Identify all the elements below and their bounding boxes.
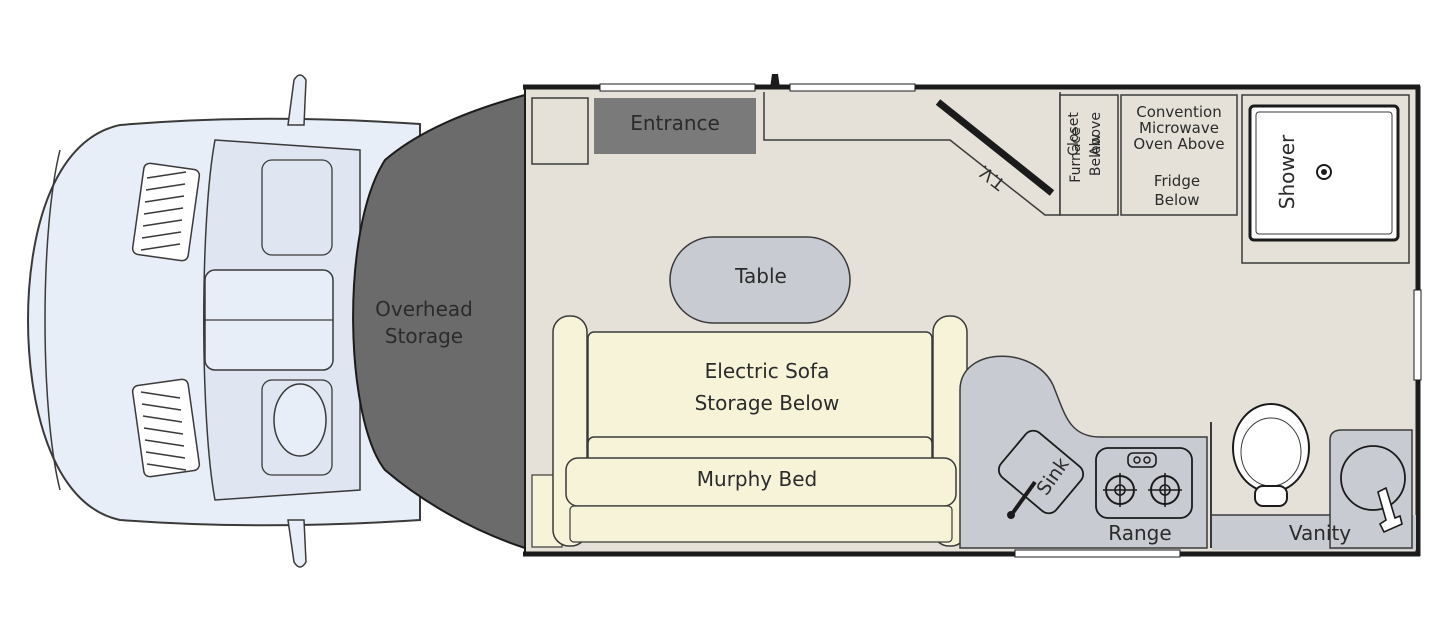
vanity-sink [1340, 445, 1406, 511]
shower-label: Shower [1275, 134, 1299, 209]
murphy-bed-label: Murphy Bed [697, 467, 817, 491]
cabinet-front [531, 97, 589, 165]
microwave-label-2: Microwave [1139, 119, 1219, 137]
furnace-closet [1059, 94, 1119, 216]
window-top-1 [599, 83, 756, 92]
entrance-area [594, 98, 756, 154]
closet-label-1: Closet [1066, 112, 1082, 156]
range-label: Range [1108, 521, 1171, 545]
sofa-back [587, 331, 933, 448]
closet-text: Closet Above [1066, 112, 1104, 156]
furnace-text: Furnace Below [1068, 127, 1104, 182]
overhead-label-1: Overhead [375, 297, 473, 321]
microwave-label-3: Oven Above [1133, 135, 1224, 153]
antenna [770, 74, 780, 88]
table [669, 236, 851, 324]
vent-bottom [131, 378, 201, 478]
furnace-label-2: Below [1088, 134, 1104, 176]
vanity-faucet [1377, 486, 1403, 534]
window-bottom [1014, 549, 1181, 558]
seat-passenger [261, 379, 333, 476]
overhead-label-2: Storage [385, 324, 463, 348]
microwave-fridge [1120, 94, 1238, 216]
vanity-label: Vanity [1289, 521, 1351, 545]
fridge-label-1: Fridge [1154, 172, 1200, 190]
toilet-tank [1254, 485, 1288, 507]
seat-driver [261, 159, 333, 256]
hood-line [44, 149, 61, 491]
mirror-bottom [287, 519, 307, 568]
fridge-label-2: Below [1154, 191, 1199, 209]
tv-unit [935, 99, 1055, 196]
closet-label-2: Above [1088, 112, 1104, 156]
sofa-label-2: Storage Below [695, 391, 840, 415]
cab [26, 74, 421, 568]
steering-wheel [273, 383, 327, 457]
entrance-label: Entrance [630, 111, 720, 135]
sofa-label-1: Electric Sofa [705, 359, 830, 383]
sofa [531, 315, 968, 548]
sink [997, 429, 1085, 515]
overhead-storage [352, 93, 526, 550]
microwave-label-1: Convention [1136, 103, 1222, 121]
table-label: Table [734, 264, 787, 288]
furnace-label-1: Furnace [1068, 127, 1084, 182]
window-right [1413, 289, 1422, 381]
mirror-top [287, 74, 307, 126]
sink-faucet [1010, 480, 1037, 516]
shower-drain [1316, 164, 1332, 180]
window-top-2 [789, 83, 916, 92]
